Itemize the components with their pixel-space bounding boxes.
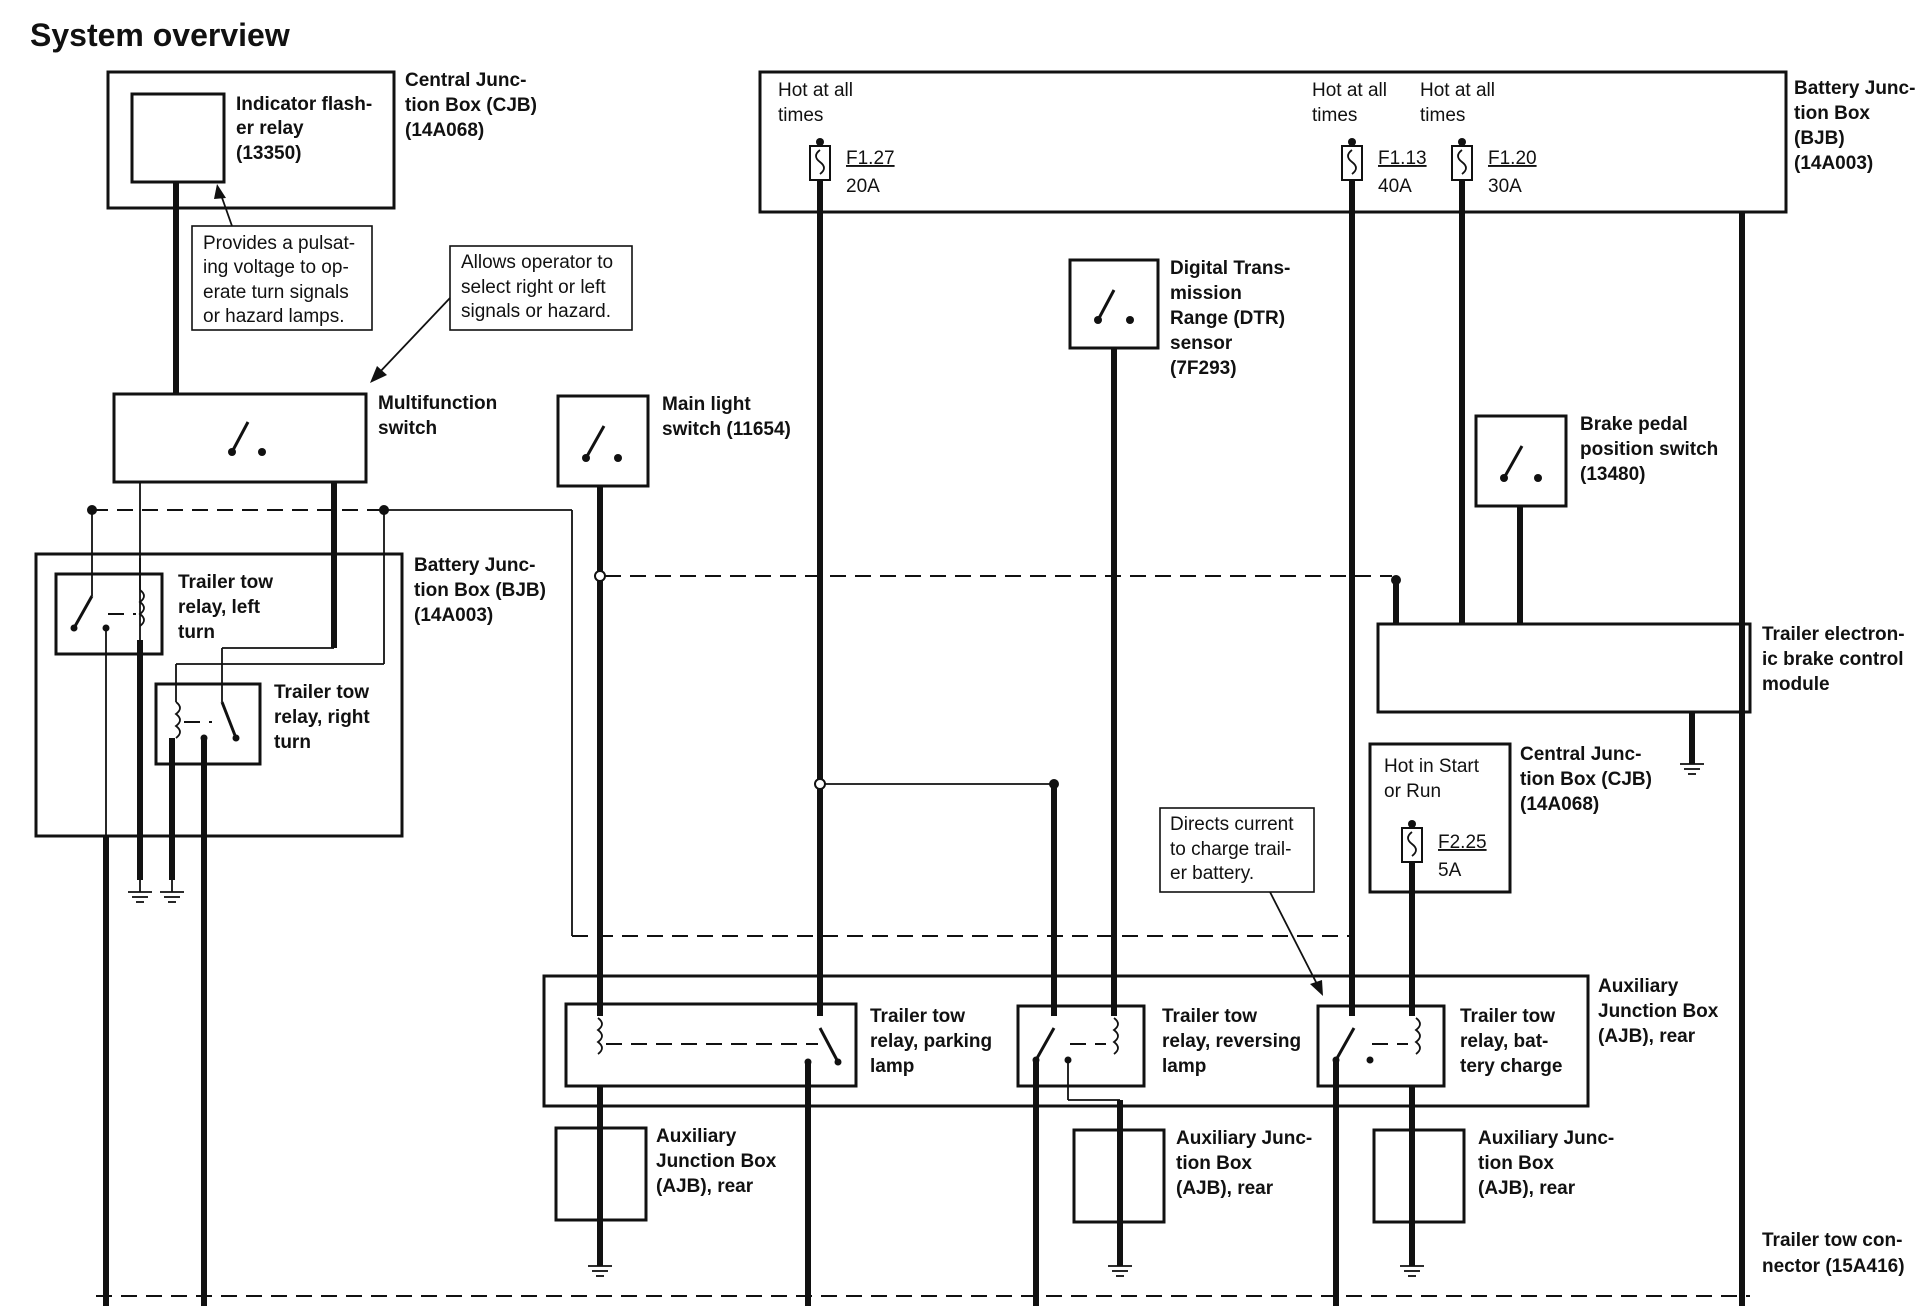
- relay-parking-lamp-label: Trailer tow relay, parking lamp: [870, 1006, 997, 1077]
- svg-text:5A: 5A: [1438, 860, 1462, 881]
- svg-text:Allows operator to selec: Allows operator to select right or left …: [461, 252, 618, 322]
- bjb-left-label: Battery Junc- tion Box (BJB) (14A003): [414, 555, 551, 626]
- svg-text:Hot at all times: Hot at all times: [1420, 80, 1500, 126]
- trailer-tow-relay-reversing-lamp: Trailer tow relay, reversing lamp: [1016, 1004, 1306, 1088]
- relay-reversing-lamp-label: Trailer tow relay, reversing lamp: [1162, 1006, 1306, 1077]
- svg-text:F1.13: F1.13: [1378, 148, 1427, 169]
- ground-bottom-2-icon: [1108, 1265, 1132, 1277]
- svg-text:Directs current to charg: Directs current to charge trail- er batt…: [1170, 814, 1299, 884]
- ground-left-2-icon: [160, 880, 184, 903]
- battery-junction-box-left: Battery Junc- tion Box (BJB) (14A003): [34, 552, 551, 838]
- trailer-tow-relay-left-turn: Trailer tow relay, left turn: [54, 572, 278, 656]
- svg-text:40A: 40A: [1378, 176, 1412, 197]
- auxiliary-junction-box-small-3: Auxiliary Junc- tion Box (AJB), rear: [1372, 1128, 1620, 1224]
- dtr-sensor-label: Digital Trans- mission Range (DTR) senso…: [1170, 258, 1296, 379]
- relay-left-turn-label: Trailer tow relay, left turn: [178, 572, 278, 643]
- svg-text:Auxiliary Junction Box: Auxiliary Junction Box (AJB), rear: [656, 1126, 782, 1197]
- brake-switch-label: Brake pedal position switch (13480): [1580, 414, 1724, 485]
- multifunction-switch-label: Multifunction switch: [378, 393, 503, 439]
- connector-label: Trailer tow con- nector (15A416): [1762, 1230, 1908, 1277]
- svg-text:Auxiliary Junc- tion Box: Auxiliary Junc- tion Box (AJB), rear: [1478, 1128, 1620, 1199]
- ground-left-1-icon: [128, 880, 152, 903]
- bjb-top-label: Battery Junc- tion Box (BJB) (14A003): [1794, 78, 1920, 174]
- svg-text:Hot in Start or Run: Hot in Start or Run: [1384, 756, 1484, 802]
- auxiliary-junction-box-rear: Auxiliary Junction Box (AJB), rear: [542, 974, 1724, 1108]
- brake-pedal-position-switch: Brake pedal position switch (13480): [1474, 414, 1724, 508]
- central-junction-box-right: Hot in Start or Run F2.25 5A Central Jun…: [1368, 742, 1657, 894]
- callout-multifunction: Allows operator to select right or left …: [370, 245, 633, 383]
- cjb-right-label: Central Junc- tion Box (CJB) (14A068): [1520, 744, 1657, 815]
- main-light-switch: Main light switch (11654): [556, 394, 791, 488]
- indicator-flasher-relay-box: [130, 92, 226, 184]
- ground-brake-module-icon: [1680, 763, 1704, 775]
- trailer-tow-relay-right-turn: Trailer tow relay, right turn: [154, 682, 375, 766]
- svg-text:Provides a pulsat- ing v: Provides a pulsat- ing voltage to op- er…: [203, 233, 360, 327]
- dtr-sensor: Digital Trans- mission Range (DTR) senso…: [1068, 258, 1296, 379]
- page-title: System overview: [30, 17, 290, 53]
- auxiliary-junction-box-small-2: Auxiliary Junc- tion Box (AJB), rear: [1072, 1128, 1318, 1224]
- ground-bottom-3-icon: [1400, 1265, 1424, 1277]
- svg-text:30A: 30A: [1488, 176, 1522, 197]
- flasher-relay-label: Indicator flash- er relay (13350): [236, 94, 377, 164]
- central-junction-box-top: Indicator flash- er relay (13350) Centra…: [106, 70, 542, 210]
- ground-bottom-1-icon: [588, 1265, 612, 1277]
- svg-text:Auxiliary Junc- tion Box: Auxiliary Junc- tion Box (AJB), rear: [1176, 1128, 1318, 1199]
- svg-text:20A: 20A: [846, 176, 880, 197]
- fuse-f1-27: Hot at all times F1.27 20A: [778, 80, 895, 197]
- auxiliary-junction-box-small-1: Auxiliary Junction Box (AJB), rear: [554, 1126, 782, 1222]
- cjb-top-label: Central Junc- tion Box (CJB) (14A068): [405, 70, 542, 141]
- relay-right-turn-label: Trailer tow relay, right turn: [274, 682, 375, 753]
- trailer-brake-control-module: Trailer electron- ic brake control modul…: [1376, 622, 1910, 714]
- fuse-f1-13: Hot at all times F1.13 40A: [1312, 80, 1427, 197]
- trailer-tow-connector: Trailer tow con- nector (15A416): [96, 1230, 1908, 1297]
- battery-junction-box-top: Battery Junc- tion Box (BJB) (14A003): [758, 70, 1920, 214]
- relay-battery-charge-label: Trailer tow relay, bat- tery charge: [1460, 1006, 1562, 1077]
- svg-text:F1.20: F1.20: [1488, 148, 1537, 169]
- multifunction-switch: Multifunction switch: [112, 392, 503, 484]
- ajb-rear-label: Auxiliary Junction Box (AJB), rear: [1598, 976, 1724, 1047]
- fuse-f1-20: Hot at all times F1.20 30A: [1420, 80, 1537, 197]
- svg-text:F2.25: F2.25: [1438, 832, 1487, 853]
- callout-flasher: Provides a pulsat- ing voltage to op- er…: [191, 184, 373, 331]
- svg-text:Hot at all times: Hot at all times: [1312, 80, 1392, 126]
- trailer-tow-relay-battery-charge: Trailer tow relay, bat- tery charge: [1316, 1004, 1562, 1088]
- callout-battery-charge: Directs current to charge trail- er batt…: [1159, 807, 1323, 996]
- trailer-tow-relay-parking-lamp: Trailer tow relay, parking lamp: [564, 1002, 997, 1088]
- brake-module-label: Trailer electron- ic brake control modul…: [1762, 624, 1910, 695]
- main-light-switch-label: Main light switch (11654): [662, 394, 791, 440]
- svg-text:Hot at all times: Hot at all times: [778, 80, 858, 126]
- svg-text:F1.27: F1.27: [846, 148, 895, 169]
